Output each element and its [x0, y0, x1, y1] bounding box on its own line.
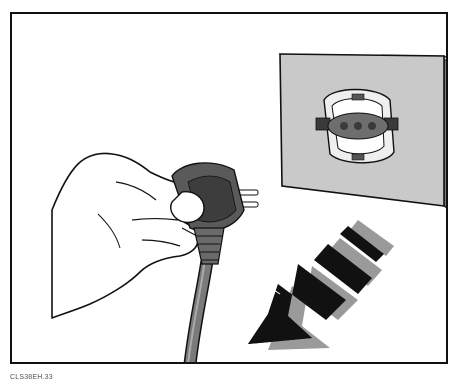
illustration-frame	[10, 12, 448, 364]
wall-socket-icon	[280, 54, 446, 210]
power-cable	[188, 254, 208, 362]
unplug-arrow-icon	[248, 220, 394, 350]
figure-code: CLS38EH.33	[10, 374, 53, 382]
unplug-illustration	[12, 14, 446, 362]
